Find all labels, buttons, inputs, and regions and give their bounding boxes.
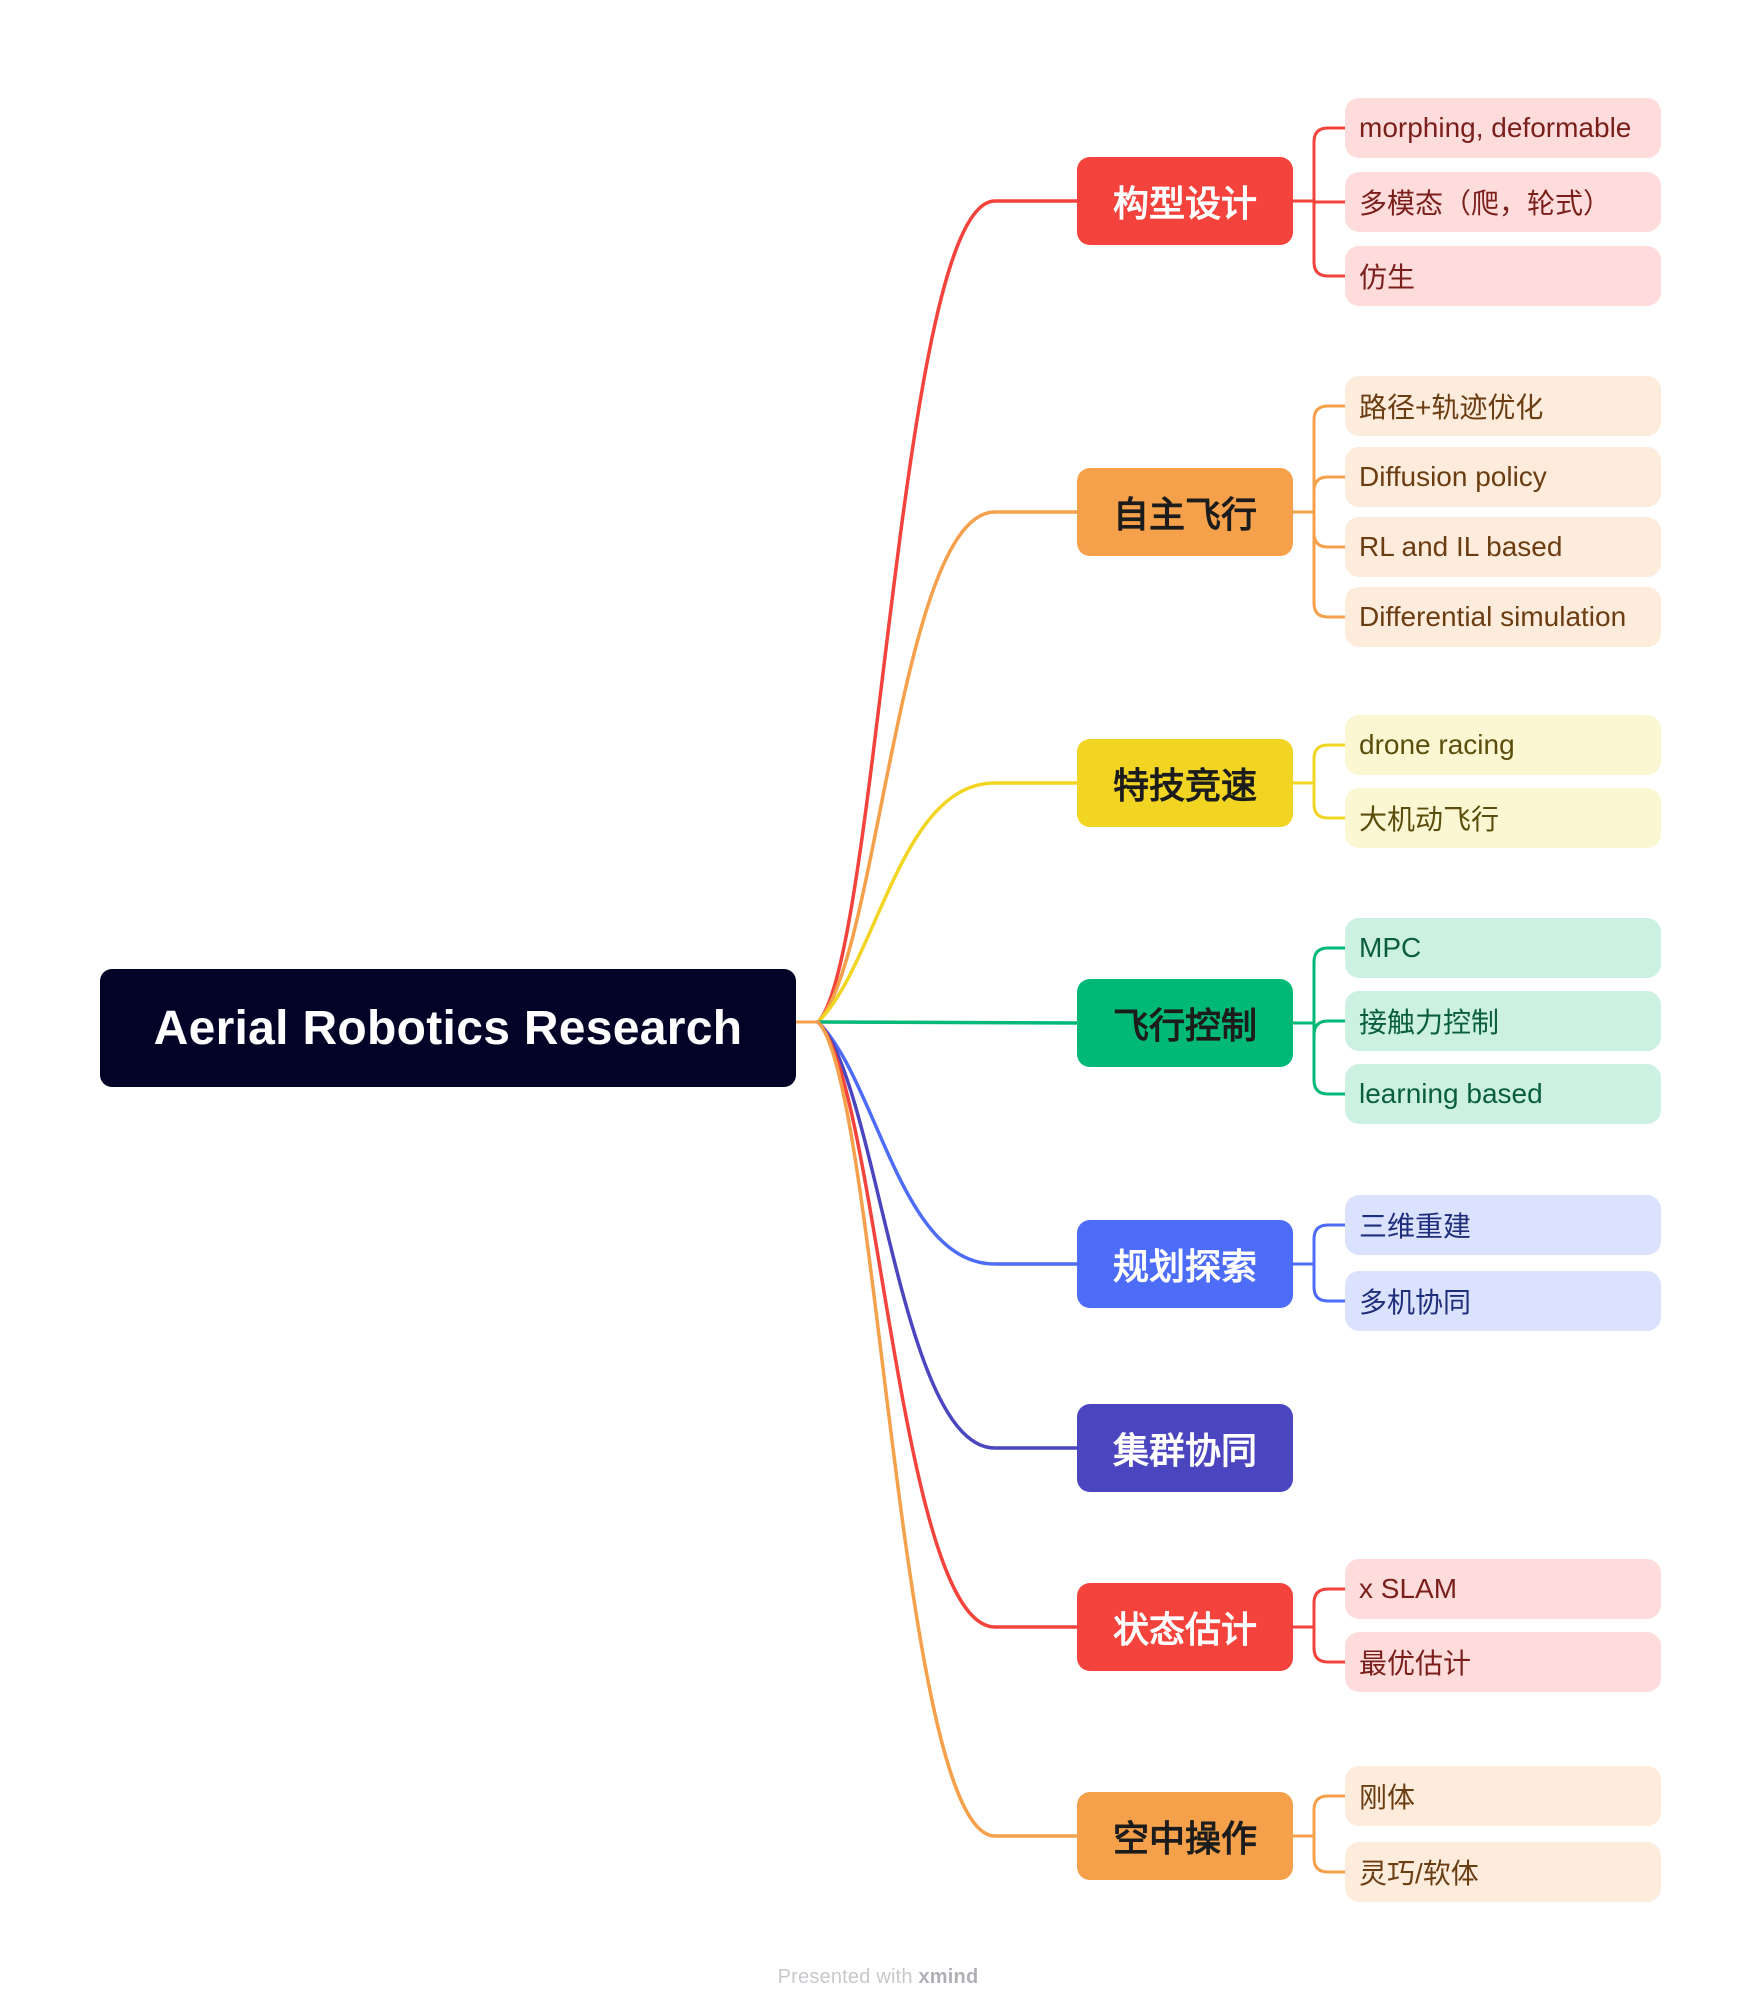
leaf-connector-5-2 — [1312, 1285, 1347, 1303]
leaf-connector-4-2 — [1312, 1019, 1347, 1037]
branch-topic-5[interactable]: 规划探索 — [1077, 1220, 1293, 1308]
subtopic-label: x SLAM — [1359, 1573, 1458, 1604]
leaf-connector-2-2 — [1312, 475, 1347, 493]
branch-topic-2[interactable]: 自主飞行 — [1077, 468, 1293, 556]
leaf-connector-2-4 — [1312, 601, 1347, 619]
branch-topic-8[interactable]: 空中操作 — [1077, 1792, 1293, 1880]
branch-connector-8 — [816, 1020, 1079, 1838]
subtopic-2-1[interactable]: 路径+轨迹优化 — [1345, 376, 1661, 436]
subtopic-4-1[interactable]: MPC — [1345, 918, 1661, 978]
subtopic-label: RL and IL based — [1359, 531, 1563, 562]
branch-connector-6 — [816, 1020, 1079, 1450]
subtopic-5-1[interactable]: 三维重建 — [1345, 1195, 1661, 1255]
subtopic-2-3[interactable]: RL and IL based — [1345, 517, 1661, 577]
central-topic-label: Aerial Robotics Research — [153, 1001, 743, 1055]
subtopic-4-2[interactable]: 接触力控制 — [1345, 991, 1661, 1051]
subtopic-1-2[interactable]: 多模态（爬，轮式） — [1345, 172, 1661, 232]
leaf-connector-2-3 — [1312, 531, 1347, 549]
leaf-connector-1-1 — [1312, 126, 1347, 144]
subtopic-2-2[interactable]: Diffusion policy — [1345, 447, 1661, 507]
branch-topic-7[interactable]: 状态估计 — [1077, 1583, 1293, 1671]
subtopic-2-4[interactable]: Differential simulation — [1345, 587, 1661, 647]
subtopic-label: 三维重建 — [1359, 1211, 1472, 1242]
branch-topic-label: 空中操作 — [1112, 1818, 1257, 1859]
footer-prefix: Presented with — [777, 1966, 913, 1988]
branch-topic-6[interactable]: 集群协同 — [1077, 1404, 1293, 1492]
branch-topic-1[interactable]: 构型设计 — [1077, 157, 1293, 245]
subtopic-label: MPC — [1359, 932, 1422, 963]
leaf-connector-3-1 — [1312, 743, 1347, 761]
subtopic-label: Differential simulation — [1359, 601, 1627, 632]
subtopic-label: 大机动飞行 — [1359, 804, 1500, 835]
subtopic-label: drone racing — [1359, 729, 1515, 760]
subtopic-7-1[interactable]: x SLAM — [1345, 1559, 1661, 1619]
branch-connector-4 — [816, 1020, 1079, 1025]
subtopic-label: learning based — [1359, 1078, 1543, 1109]
subtopic-3-2[interactable]: 大机动飞行 — [1345, 788, 1661, 848]
subtopic-7-2[interactable]: 最优估计 — [1345, 1632, 1661, 1692]
subtopic-1-3[interactable]: 仿生 — [1345, 246, 1661, 306]
subtopic-label: 灵巧/软体 — [1359, 1858, 1479, 1889]
branch-topic-label: 构型设计 — [1112, 183, 1257, 224]
subtopic-label: 接触力控制 — [1359, 1007, 1500, 1038]
subtopic-label: 仿生 — [1359, 262, 1416, 293]
branch-topic-4[interactable]: 飞行控制 — [1077, 979, 1293, 1067]
subtopic-label: 多机协同 — [1359, 1287, 1472, 1318]
subtopic-5-2[interactable]: 多机协同 — [1345, 1271, 1661, 1331]
footer-brand: xmind — [918, 1966, 979, 1988]
subtopic-8-1[interactable]: 刚体 — [1345, 1766, 1661, 1826]
branch-topic-label: 特技竞速 — [1112, 765, 1257, 806]
branch-connector-7 — [816, 1020, 1079, 1629]
subtopic-label: Diffusion policy — [1359, 461, 1547, 492]
subtopic-label: morphing, deformable — [1359, 112, 1632, 143]
branch-topic-3[interactable]: 特技竞速 — [1077, 739, 1293, 827]
branch-topic-label: 集群协同 — [1112, 1430, 1257, 1471]
branch-topic-label: 自主飞行 — [1112, 494, 1257, 535]
leaf-connector-8-1 — [1312, 1794, 1347, 1812]
leaf-connector-5-1 — [1312, 1223, 1347, 1241]
leaf-connector-4-3 — [1312, 1078, 1347, 1096]
branch-topic-label: 状态估计 — [1112, 1609, 1257, 1650]
leaf-connector-7-1 — [1312, 1587, 1347, 1605]
leaf-connector-4-1 — [1312, 946, 1347, 964]
branch-topic-label: 规划探索 — [1112, 1246, 1257, 1287]
branch-connector-2 — [816, 510, 1079, 1024]
central-topic[interactable]: Aerial Robotics Research — [100, 969, 796, 1087]
subtopic-label: 刚体 — [1359, 1782, 1416, 1813]
subtopic-3-1[interactable]: drone racing — [1345, 715, 1661, 775]
branch-topic-label: 飞行控制 — [1112, 1005, 1257, 1046]
subtopic-label: 多模态（爬，轮式） — [1359, 188, 1612, 219]
branch-connector-3 — [816, 781, 1079, 1024]
subtopic-label: 最优估计 — [1359, 1648, 1472, 1679]
branch-connector-5 — [816, 1020, 1079, 1266]
leaf-connector-7-2 — [1312, 1646, 1347, 1664]
subtopic-1-1[interactable]: morphing, deformable — [1345, 98, 1661, 158]
leaf-connector-8-2 — [1312, 1856, 1347, 1874]
branch-connector-1 — [816, 199, 1079, 1024]
presented-with-xmind-footer: Presented with xmind — [0, 1966, 1756, 1989]
subtopic-8-2[interactable]: 灵巧/软体 — [1345, 1842, 1661, 1902]
leaf-connector-2-1 — [1312, 404, 1347, 422]
leaf-connector-3-2 — [1312, 802, 1347, 820]
subtopic-4-3[interactable]: learning based — [1345, 1064, 1661, 1124]
subtopic-label: 路径+轨迹优化 — [1359, 392, 1544, 423]
leaf-connector-1-3 — [1312, 260, 1347, 278]
